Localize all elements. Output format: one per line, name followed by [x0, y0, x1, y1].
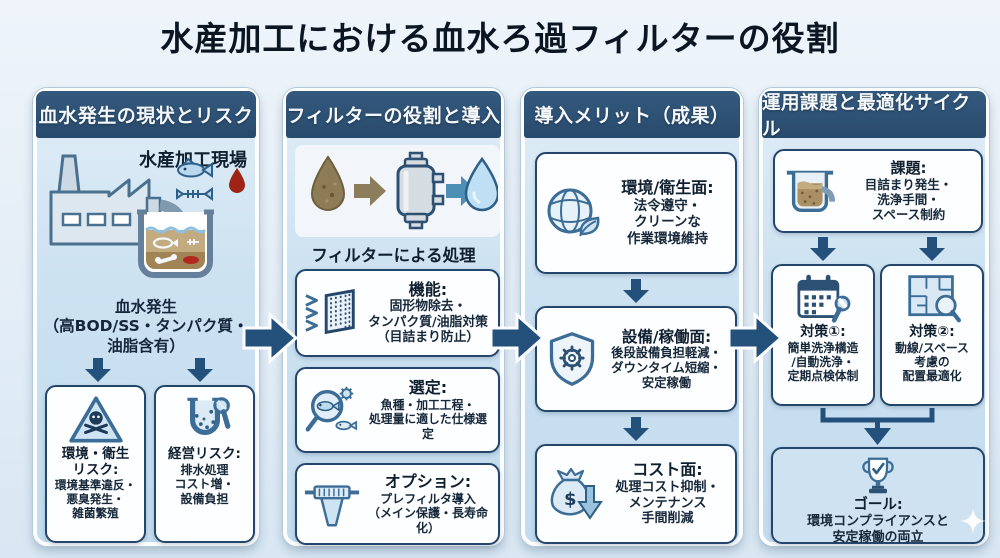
sparkle-icon [960, 508, 986, 534]
down-arrow-icon [623, 417, 649, 441]
dollar-glyph: $ [564, 489, 577, 510]
process-label: フィルターによる処理 [311, 246, 476, 265]
function-box: 機能: 固形物除去・ タンパク質/油脂対策 （目詰まり防止） [295, 269, 500, 357]
down-arrow-icon [187, 358, 213, 382]
box-title: 課題: [890, 158, 927, 177]
down-arrow-icon [919, 237, 945, 261]
floorplan-magnifier-icon [902, 272, 962, 324]
panel1-header: 血水発生の現状とリスク [36, 91, 256, 138]
panel2-header: フィルターの役割と導入 [286, 91, 501, 138]
hazard-skull-icon [67, 393, 125, 447]
risk-box-title: 経営リスク: [168, 446, 241, 462]
goal-title: ゴール: [853, 497, 903, 513]
flow-arrow-right-icon [242, 311, 298, 365]
clogged-drain-icon [781, 164, 839, 218]
trophy-check-icon [855, 455, 901, 497]
box-title: 設備/稼働面: [621, 327, 712, 346]
box-body: 後段設備負担軽減・ ダウンタイム短縮・ 安定稼働 [611, 346, 722, 390]
flow-arrow-right-icon [727, 311, 783, 365]
panel-benefits: 導入メリット（成果） 環境/衛生面: 法令遵守・ クリーンな 作業環境維持 [521, 88, 743, 546]
box-body: 動線/スペース 考慮の 配置最適化 [895, 340, 969, 383]
globe-leaf-icon [543, 185, 603, 241]
filter-process-icon [295, 145, 500, 237]
measure-box-1: 対策①: 簡単洗浄構造 /自動洗浄・ 定期点検体制 [771, 264, 875, 406]
page-title: 水産加工における血水ろ過フィルターの役割 [160, 19, 840, 58]
risk-box-body: 排水処理 コスト増・ 設備負担 [174, 462, 235, 506]
box-body: 固形物除去・ タンパク質/油脂対策 （目詰まり防止） [368, 299, 488, 346]
panel-filter-role: フィルターの役割と導入 フィルターによる処理 [283, 88, 504, 546]
risk-box-environment: 環境・衛生 リスク: 環境基準違反・ 悪臭発生・ 雑菌繁殖 [45, 385, 146, 543]
panel4-header: 運用課題と最適化サイクル [762, 91, 986, 140]
goal-body: 環境コンプライアンスと 安定稼働の両立 [807, 514, 949, 545]
box-title: 対策②: [909, 324, 955, 340]
box-title: 選定: [408, 378, 448, 398]
prefilter-icon [303, 478, 361, 530]
benefit-box-equipment: 設備/稼働面: 後段設備負担軽減・ ダウンタイム短縮・ 安定稼働 [535, 306, 737, 412]
box-title: 機能: [408, 279, 448, 299]
scene-label: 水産加工現場 [139, 150, 247, 171]
box-title: 環境/衛生面: [621, 178, 714, 198]
measure-box-2: 対策②: 動線/スペース 考慮の 配置最適化 [880, 264, 984, 406]
selection-magnifier-icon [303, 384, 361, 436]
risk-box-body: 環境基準違反・ 悪臭発生・ 雑菌繁殖 [54, 477, 137, 520]
box-body: 簡単洗浄構造 /自動洗浄・ 定期点検体制 [787, 340, 859, 383]
down-arrow-icon [85, 358, 111, 382]
goal-box: ゴール: 環境コンプライアンスと 安定稼働の両立 [771, 447, 985, 545]
box-body: 魚種・加工工程・ 処理量に適した仕様選定 [369, 398, 487, 441]
selection-box: 選定: 魚種・加工工程・ 処理量に適した仕様選定 [295, 367, 500, 453]
box-body: 目詰まり発生・ 洗浄手間・ スペース制約 [864, 177, 953, 223]
box-title: 対策①: [800, 324, 846, 340]
factory-scene-icon [41, 150, 255, 300]
risk-box-management: 経営リスク: 排水処理 コスト増・ 設備負担 [154, 385, 255, 543]
shield-gear-icon [543, 331, 601, 387]
risk-box-title: 環境・衛生 リスク: [61, 446, 130, 478]
down-arrow-icon [810, 237, 836, 261]
box-body: 法令遵守・ クリーンな 作業環境維持 [627, 198, 708, 247]
panel-bloodwater-risk: 血水発生の現状とリスク 水産加工現場 [33, 88, 259, 546]
drain-wrench-icon [176, 393, 234, 447]
box-title: オプション: [384, 471, 472, 491]
panel3-header: 導入メリット（成果） [524, 91, 740, 138]
mesh-filter-icon [303, 287, 361, 339]
merge-connector [763, 408, 992, 446]
box-body: 処理コスト抑制・ メンテナンス 手間削減 [615, 480, 720, 527]
benefit-box-cost: $ コスト面: 処理コスト抑制・ メンテナンス 手間削減 [535, 444, 737, 544]
down-arrow-icon [623, 279, 649, 303]
panel-operation-cycle: 運用課題と最適化サイクル 課題: 目詰まり発生・ 洗浄手間・ スペース制約 [759, 88, 989, 546]
benefit-box-environment: 環境/衛生面: 法令遵守・ クリーンな 作業環境維持 [535, 152, 737, 274]
option-box: オプション: プレフィルタ導入 （メイン保護・長寿命化） [295, 463, 500, 545]
bloodwater-source-text: 血水発生 （高BOD/SS・タンパク質・ 油脂含有） [43, 298, 249, 355]
box-body: プレフィルタ導入 （メイン保護・長寿命化） [367, 491, 488, 535]
box-title: コスト面: [632, 460, 703, 480]
calendar-wrench-icon [793, 272, 853, 324]
cost-reduction-icon: $ [543, 466, 603, 522]
flow-arrow-right-icon [489, 311, 545, 365]
challenge-box: 課題: 目詰まり発生・ 洗浄手間・ スペース制約 [773, 149, 983, 233]
